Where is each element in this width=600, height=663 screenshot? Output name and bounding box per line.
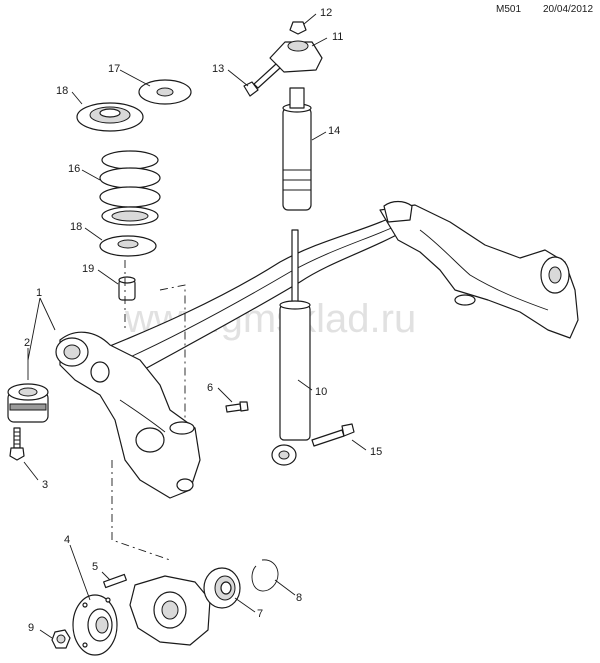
callout-3: 3 bbox=[42, 479, 48, 491]
callout-6: 6 bbox=[207, 382, 213, 394]
callout-10: 10 bbox=[315, 386, 327, 398]
callout-12: 12 bbox=[320, 7, 332, 19]
spring-plate bbox=[138, 79, 192, 105]
lower-spring-seat bbox=[99, 235, 157, 257]
hub-nut bbox=[51, 629, 71, 649]
hub-stud bbox=[103, 573, 127, 589]
callout-1: 1 bbox=[36, 287, 42, 299]
shock-lower-bolt bbox=[311, 423, 355, 447]
callout-18-lower: 18 bbox=[70, 221, 82, 233]
rear-axle-beam bbox=[55, 200, 579, 499]
bushing-bolt bbox=[9, 427, 25, 461]
callout-13: 13 bbox=[212, 63, 224, 75]
callout-18-upper: 18 bbox=[56, 85, 68, 97]
callout-8: 8 bbox=[296, 592, 302, 604]
bump-stop bbox=[118, 276, 136, 301]
wheel-bearing bbox=[203, 567, 241, 609]
mount-nut bbox=[289, 21, 307, 35]
callout-16: 16 bbox=[68, 163, 80, 175]
shock-absorber-body bbox=[271, 229, 311, 466]
axle-bushing bbox=[7, 383, 49, 423]
callout-19: 19 bbox=[82, 263, 94, 275]
callout-14: 14 bbox=[328, 125, 340, 137]
arm-bolt bbox=[225, 401, 249, 413]
callout-5: 5 bbox=[92, 561, 98, 573]
callout-7: 7 bbox=[257, 608, 263, 620]
callout-11: 11 bbox=[332, 31, 343, 43]
shock-upper-mount bbox=[269, 40, 323, 73]
shock-dust-cover bbox=[282, 87, 312, 211]
upper-spring-seat bbox=[76, 102, 144, 132]
callout-4: 4 bbox=[64, 534, 70, 546]
mount-bolt bbox=[243, 63, 281, 97]
diagram-date: 20/04/2012 bbox=[543, 4, 593, 15]
callout-2: 2 bbox=[24, 337, 30, 349]
diagram-code: M501 bbox=[496, 4, 521, 15]
wheel-hub bbox=[72, 594, 118, 656]
snap-ring bbox=[251, 559, 279, 592]
callout-9: 9 bbox=[28, 622, 34, 634]
spindle-carrier bbox=[129, 575, 211, 646]
callout-15: 15 bbox=[370, 446, 382, 458]
callout-17: 17 bbox=[108, 63, 120, 75]
coil-spring bbox=[99, 150, 161, 226]
